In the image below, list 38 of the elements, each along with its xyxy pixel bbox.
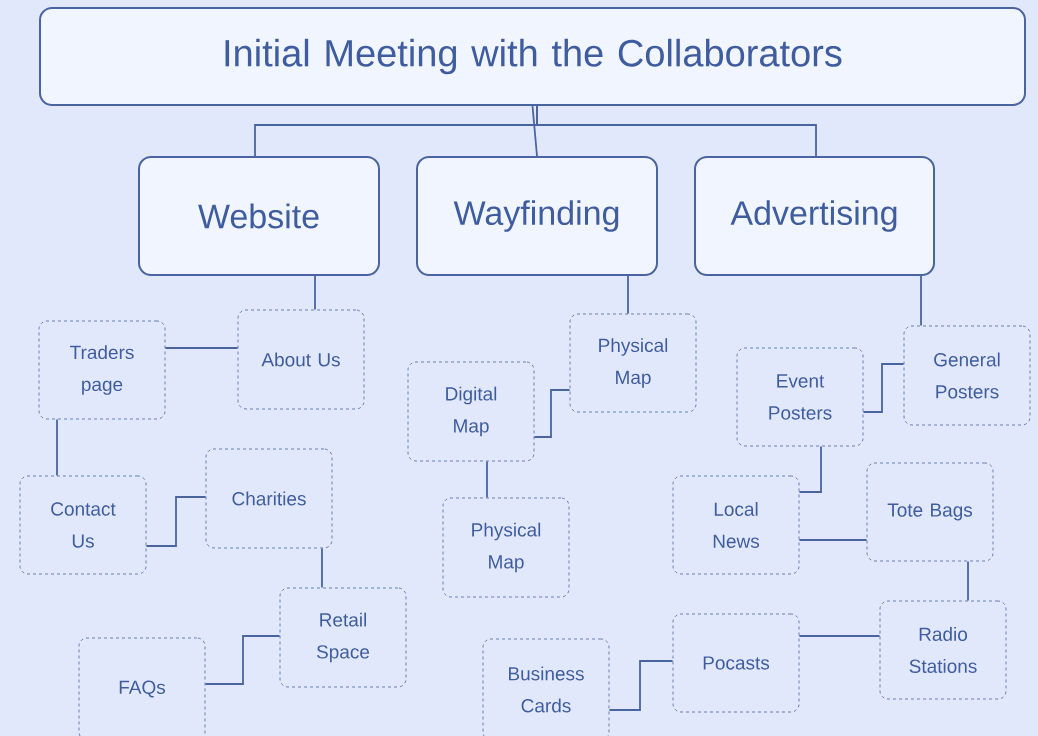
connector-line bbox=[164, 347, 239, 349]
topic-box: FAQs bbox=[78, 637, 206, 736]
connector-line bbox=[920, 275, 922, 327]
category-box: Wayfinding bbox=[416, 156, 658, 276]
topic-box: Traders page bbox=[38, 320, 166, 420]
topic-box: Radio Stations bbox=[879, 600, 1007, 700]
category-box: Advertising bbox=[694, 156, 935, 276]
connector-line bbox=[314, 275, 316, 311]
topic-box: Pocasts bbox=[672, 613, 800, 713]
connector-line bbox=[967, 560, 969, 602]
category-box: Website bbox=[138, 156, 380, 276]
connector-line bbox=[798, 635, 881, 637]
connector-line bbox=[531, 105, 538, 157]
topic-box: Charities bbox=[205, 448, 333, 549]
connector-line bbox=[56, 418, 58, 477]
connector-line bbox=[533, 389, 571, 438]
topic-box: Business Cards bbox=[482, 638, 610, 736]
connector-line bbox=[862, 363, 905, 413]
topic-box: Event Posters bbox=[736, 347, 864, 447]
connector-line bbox=[798, 445, 822, 493]
topic-box: Physical Map bbox=[442, 497, 570, 598]
topic-box: Retail Space bbox=[279, 587, 407, 688]
topic-box: Tote Bags bbox=[866, 462, 994, 562]
topic-box: Contact Us bbox=[19, 475, 147, 575]
connector-line bbox=[145, 496, 207, 547]
connector-line bbox=[608, 660, 674, 711]
topic-box: Digital Map bbox=[407, 361, 535, 462]
connector-line bbox=[798, 539, 868, 541]
connector-line bbox=[321, 547, 323, 589]
topic-box: General Posters bbox=[903, 325, 1031, 426]
topic-box: Physical Map bbox=[569, 313, 697, 413]
connector-line bbox=[536, 105, 817, 157]
topic-box: About Us bbox=[237, 309, 365, 410]
connector-line bbox=[204, 635, 281, 685]
topic-box: Local News bbox=[672, 475, 800, 575]
title-box: Initial Meeting with the Collaborators bbox=[39, 7, 1026, 106]
connector-line bbox=[486, 460, 488, 499]
connector-line bbox=[627, 275, 629, 315]
